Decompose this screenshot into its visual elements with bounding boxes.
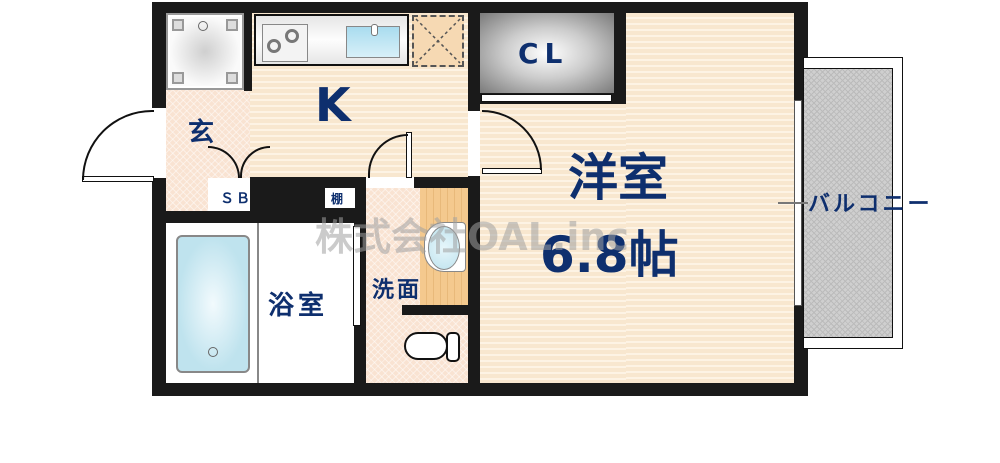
western-room-size: 6.8帖 — [540, 226, 679, 284]
western-room-label: 洋室 — [568, 149, 668, 207]
burner-icon — [267, 39, 281, 53]
bathroom-door[interactable] — [353, 226, 361, 326]
washer-space — [166, 13, 244, 90]
kitchen-floor — [250, 65, 468, 177]
stove — [262, 24, 308, 62]
washer-foot-icon — [172, 19, 184, 31]
washer-foot-icon — [226, 72, 238, 84]
shelf — [325, 188, 355, 208]
burner-icon — [285, 29, 299, 43]
shoe-box-label: ＳＢ — [220, 191, 252, 207]
toilet — [404, 332, 448, 360]
x-mark-icon — [415, 18, 461, 64]
drain-icon — [208, 347, 218, 357]
western-room-floor — [626, 13, 794, 383]
closet-label: CL — [518, 37, 569, 70]
bathtub — [176, 235, 250, 373]
bathroom-label: 浴室 — [268, 291, 329, 321]
washer-foot-icon — [226, 19, 238, 31]
leader-line — [778, 202, 808, 204]
entrance-door-frame — [152, 108, 166, 178]
watermark: 株式会社OAL.inc — [315, 215, 629, 259]
closet-door — [481, 94, 612, 102]
bathroom-tile-floor — [270, 238, 346, 366]
entrance-label: 玄 — [188, 118, 215, 148]
entrance-door-arc — [82, 110, 154, 180]
kitchen-label: K — [315, 78, 351, 132]
toilet-tank — [446, 332, 460, 362]
kitchen-counter — [254, 14, 409, 66]
washroom-door-frame — [366, 177, 414, 188]
closet — [480, 13, 614, 93]
shelf-label: 棚 — [331, 192, 344, 206]
balcony — [803, 57, 903, 349]
kitchen-sink — [346, 24, 400, 58]
wash-basin — [424, 222, 466, 272]
faucet-icon — [371, 24, 378, 36]
drain-icon — [198, 21, 208, 31]
washroom-label: 洗面 — [372, 278, 423, 303]
balcony-label: バルコニー — [808, 192, 933, 217]
room-door-frame — [468, 111, 480, 176]
refrigerator-space — [412, 15, 464, 67]
washer-foot-icon — [172, 72, 184, 84]
